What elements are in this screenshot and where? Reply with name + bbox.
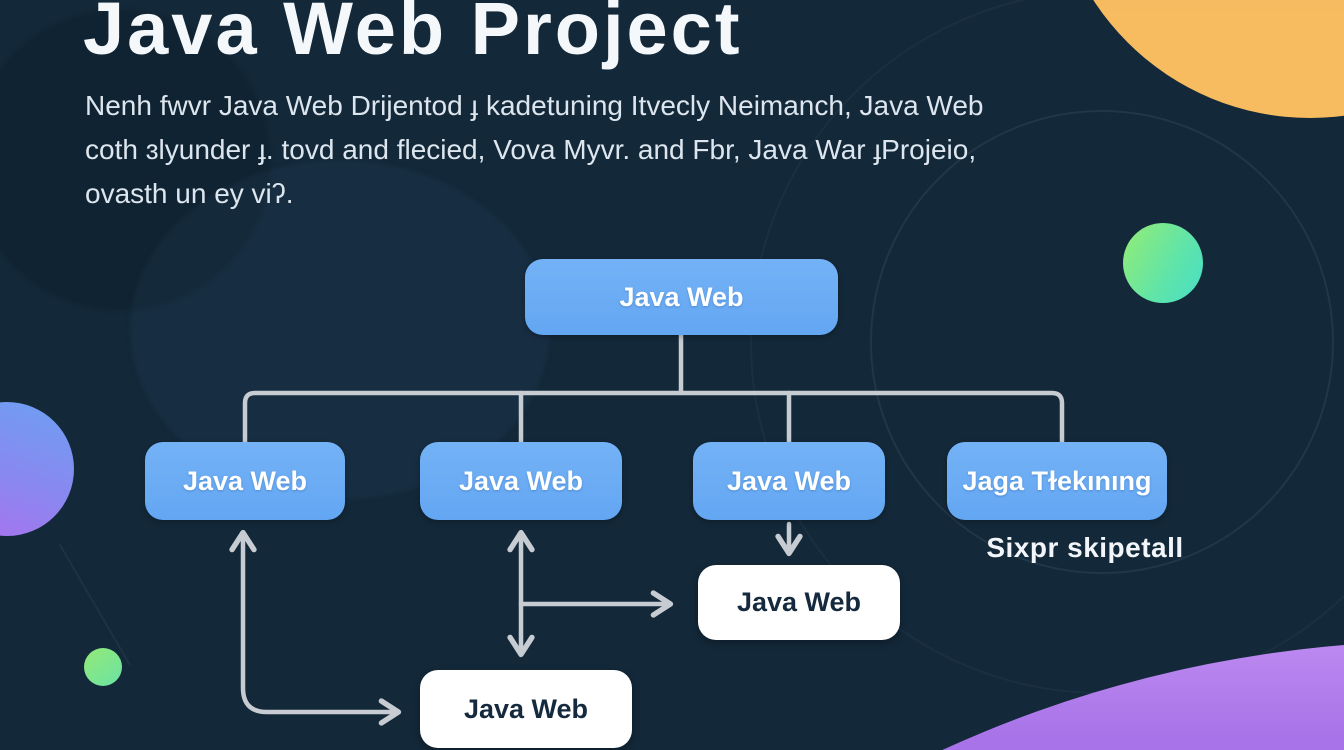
root-node: Java Web bbox=[525, 259, 838, 335]
small-green-dot-decoration bbox=[84, 648, 122, 686]
child-node-2-label: Java Web bbox=[458, 465, 584, 496]
child-node-2: Java Web bbox=[420, 442, 622, 520]
bus-line bbox=[242, 390, 1065, 445]
detail-box-bottom: Java Web bbox=[420, 670, 632, 748]
arrow-child1-to-bottombox bbox=[229, 529, 402, 726]
intro-line-3: ovasth un ey viʔ. bbox=[85, 178, 294, 209]
faint-circle-decoration bbox=[0, 10, 270, 310]
intro-paragraph: Nenh fwvr Java Web Drijentod ɟ kadetunin… bbox=[85, 84, 1085, 216]
child-node-1: Java Web bbox=[145, 442, 345, 520]
child-node-4-label: Jaga Tɫekınıng bbox=[962, 465, 1152, 496]
intro-line-1: Nenh fwvr Java Web Drijentod ɟ kadetunin… bbox=[85, 90, 984, 121]
detail-box-mid: Java Web bbox=[698, 565, 900, 640]
child-node-1-label: Java Web bbox=[182, 465, 308, 496]
child-node-4: Jaga Tɫekınıng bbox=[947, 442, 1167, 520]
child-node-3: Java Web bbox=[693, 442, 885, 520]
intro-line-2: coth ɜlyunder ɟ. tovd and flecied, Vova … bbox=[85, 134, 977, 165]
child-4-caption: Sixpr skipetall bbox=[986, 532, 1184, 563]
root-node-label: Java Web bbox=[619, 281, 744, 312]
detail-box-bottom-label: Java Web bbox=[463, 693, 589, 724]
faint-line-decoration bbox=[59, 544, 131, 666]
page-title: Java Web Project bbox=[83, 0, 743, 70]
green-circle-decoration bbox=[1123, 223, 1203, 303]
detail-box-mid-label: Java Web bbox=[736, 587, 862, 617]
child-node-3-label: Java Web bbox=[726, 465, 852, 496]
